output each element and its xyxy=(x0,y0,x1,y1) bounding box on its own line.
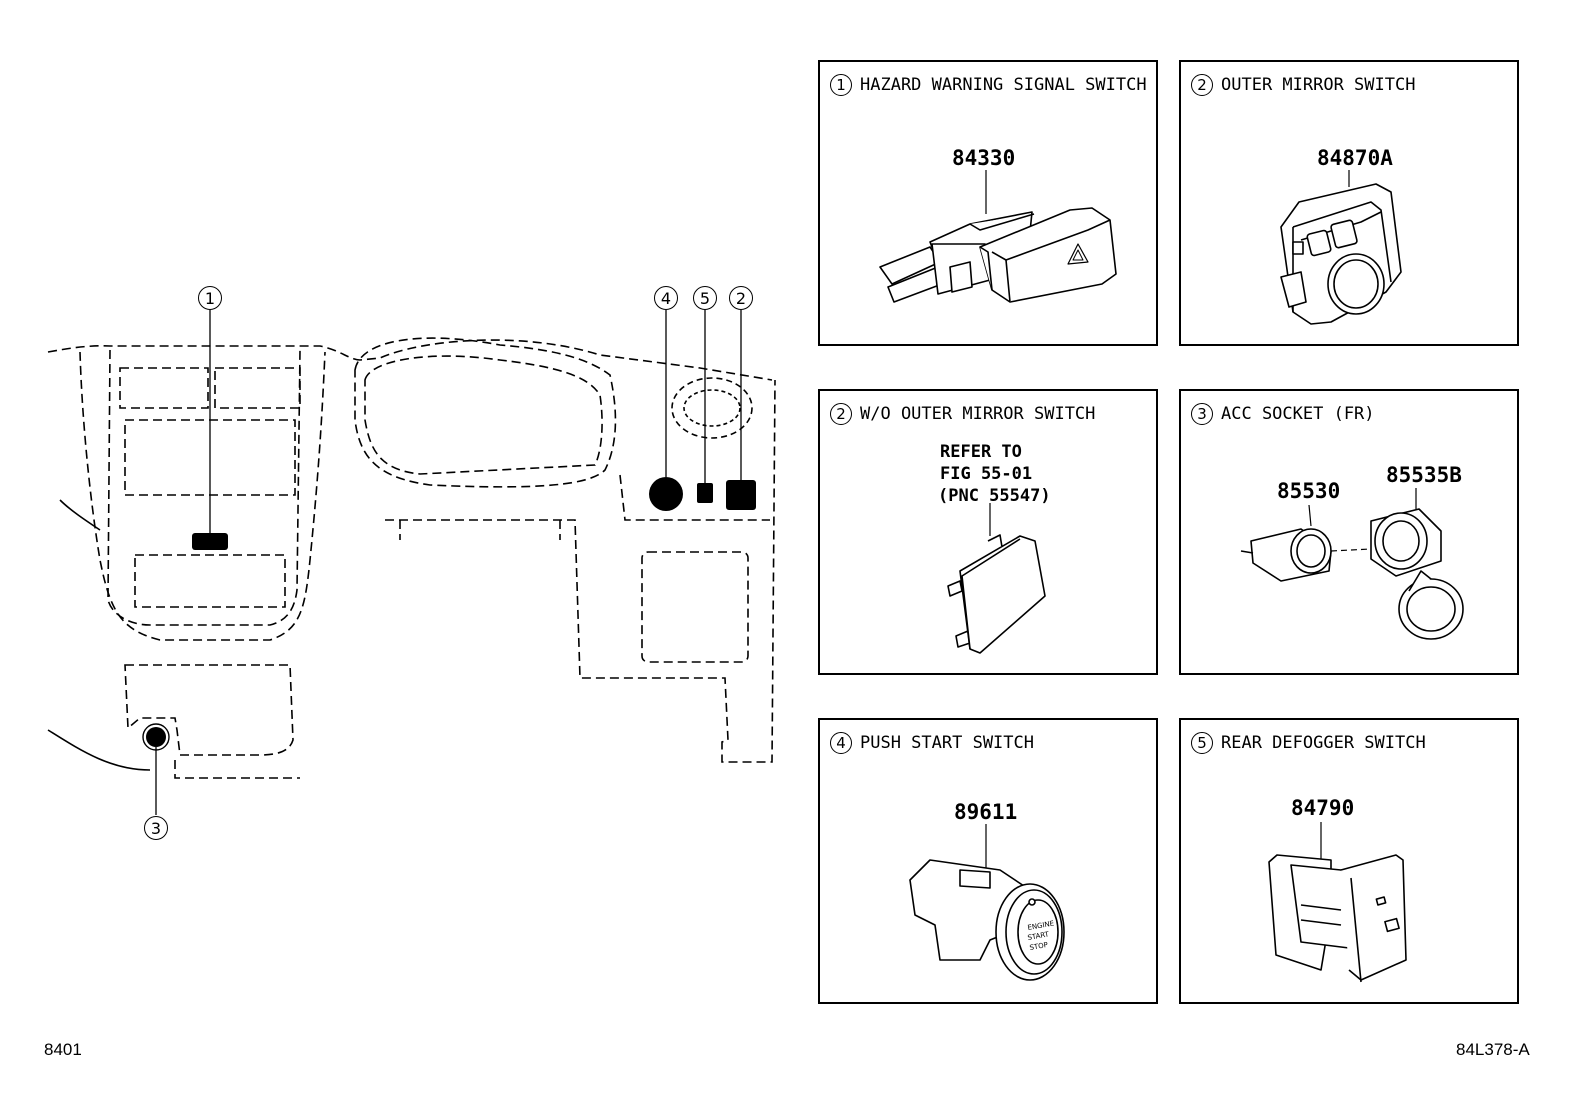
part-number: 84870A xyxy=(1317,146,1393,170)
callout-3: 3 xyxy=(144,816,168,840)
panel-header: 3 ACC SOCKET (FR) xyxy=(1191,403,1375,425)
panel-title: HAZARD WARNING SIGNAL SWITCH xyxy=(860,75,1147,95)
panel-rear-defogger-switch: 5 REAR DEFOGGER SWITCH 84790 xyxy=(1179,718,1519,1004)
callout-2: 2 xyxy=(729,286,753,310)
panel-title: W/O OUTER MIRROR SWITCH xyxy=(860,404,1096,424)
center-console-outline xyxy=(79,351,326,641)
refer-line-1: REFER TO xyxy=(940,442,1022,462)
panel-acc-socket: 3 ACC SOCKET (FR) 85530 85535B xyxy=(1179,389,1519,675)
panel-number: 1 xyxy=(830,74,852,96)
refer-line-3: (PNC 55547) xyxy=(938,486,1051,506)
mirror-switch-illustration xyxy=(1280,170,1402,325)
rear-defogger-illustration xyxy=(1268,822,1407,983)
part-number: 89611 xyxy=(954,800,1018,824)
svg-text:START: START xyxy=(1027,930,1050,942)
panel-number: 5 xyxy=(1191,732,1213,754)
panel-header: 2 OUTER MIRROR SWITCH xyxy=(1191,74,1415,96)
panel-hazard-switch: 1 HAZARD WARNING SIGNAL SWITCH 84330 xyxy=(818,60,1158,346)
push-start-illustration: ENGINE START STOP xyxy=(909,824,1065,981)
panel-title: ACC SOCKET (FR) xyxy=(1221,404,1375,424)
right-dash-outline xyxy=(385,379,776,763)
part-number-socket: 85530 xyxy=(1277,479,1341,503)
panel-number: 2 xyxy=(1191,74,1213,96)
footer-figure-code: 8401 xyxy=(44,1040,82,1059)
panel-number: 4 xyxy=(830,732,852,754)
callout-4: 4 xyxy=(654,286,678,310)
acc-socket-marker xyxy=(146,727,166,747)
panel-header: 4 PUSH START SWITCH xyxy=(830,732,1034,754)
panel-header: 5 REAR DEFOGGER SWITCH xyxy=(1191,732,1426,754)
panel-outer-mirror-switch: 2 OUTER MIRROR SWITCH 84870A xyxy=(1179,60,1519,346)
part-number: 84330 xyxy=(952,146,1016,170)
dash-outline-top xyxy=(47,339,773,381)
lower-console-outline xyxy=(124,664,294,756)
callout-1: 1 xyxy=(198,286,222,310)
outer-mirror-marker xyxy=(726,480,756,510)
footer-illustration-code: 84L378-A xyxy=(1456,1040,1530,1059)
refer-line-2: FIG 55-01 xyxy=(940,464,1033,484)
dashboard-overview xyxy=(47,310,776,815)
refer-note: REFER TO FIG 55-01 (PNC 55547) xyxy=(938,441,1051,507)
cover-illustration xyxy=(947,503,1046,654)
panel-header: 2 W/O OUTER MIRROR SWITCH xyxy=(830,403,1095,425)
callout-5: 5 xyxy=(693,286,717,310)
instrument-cluster-outline xyxy=(354,337,617,488)
part-number: 84790 xyxy=(1291,796,1355,820)
panel-header: 1 HAZARD WARNING SIGNAL SWITCH xyxy=(830,74,1147,96)
panel-title: REAR DEFOGGER SWITCH xyxy=(1221,733,1426,753)
panel-number: 2 xyxy=(830,403,852,425)
acc-socket-illustration xyxy=(1240,488,1464,640)
push-start-marker xyxy=(649,477,683,511)
panel-without-outer-mirror: 2 W/O OUTER MIRROR SWITCH REFER TO FIG 5… xyxy=(818,389,1158,675)
panel-title: PUSH START SWITCH xyxy=(860,733,1034,753)
part-number-socket-cover: 85535B xyxy=(1386,463,1462,487)
hazard-switch-marker xyxy=(192,533,228,550)
rear-defogger-marker xyxy=(697,483,713,503)
center-console-inner xyxy=(107,349,301,626)
svg-text:STOP: STOP xyxy=(1029,941,1049,952)
hazard-switch-illustration xyxy=(879,170,1117,303)
panel-title: OUTER MIRROR SWITCH xyxy=(1221,75,1416,95)
panel-number: 3 xyxy=(1191,403,1213,425)
panel-push-start-switch: 4 PUSH START SWITCH 89611 ENGINE START S… xyxy=(818,718,1158,1004)
